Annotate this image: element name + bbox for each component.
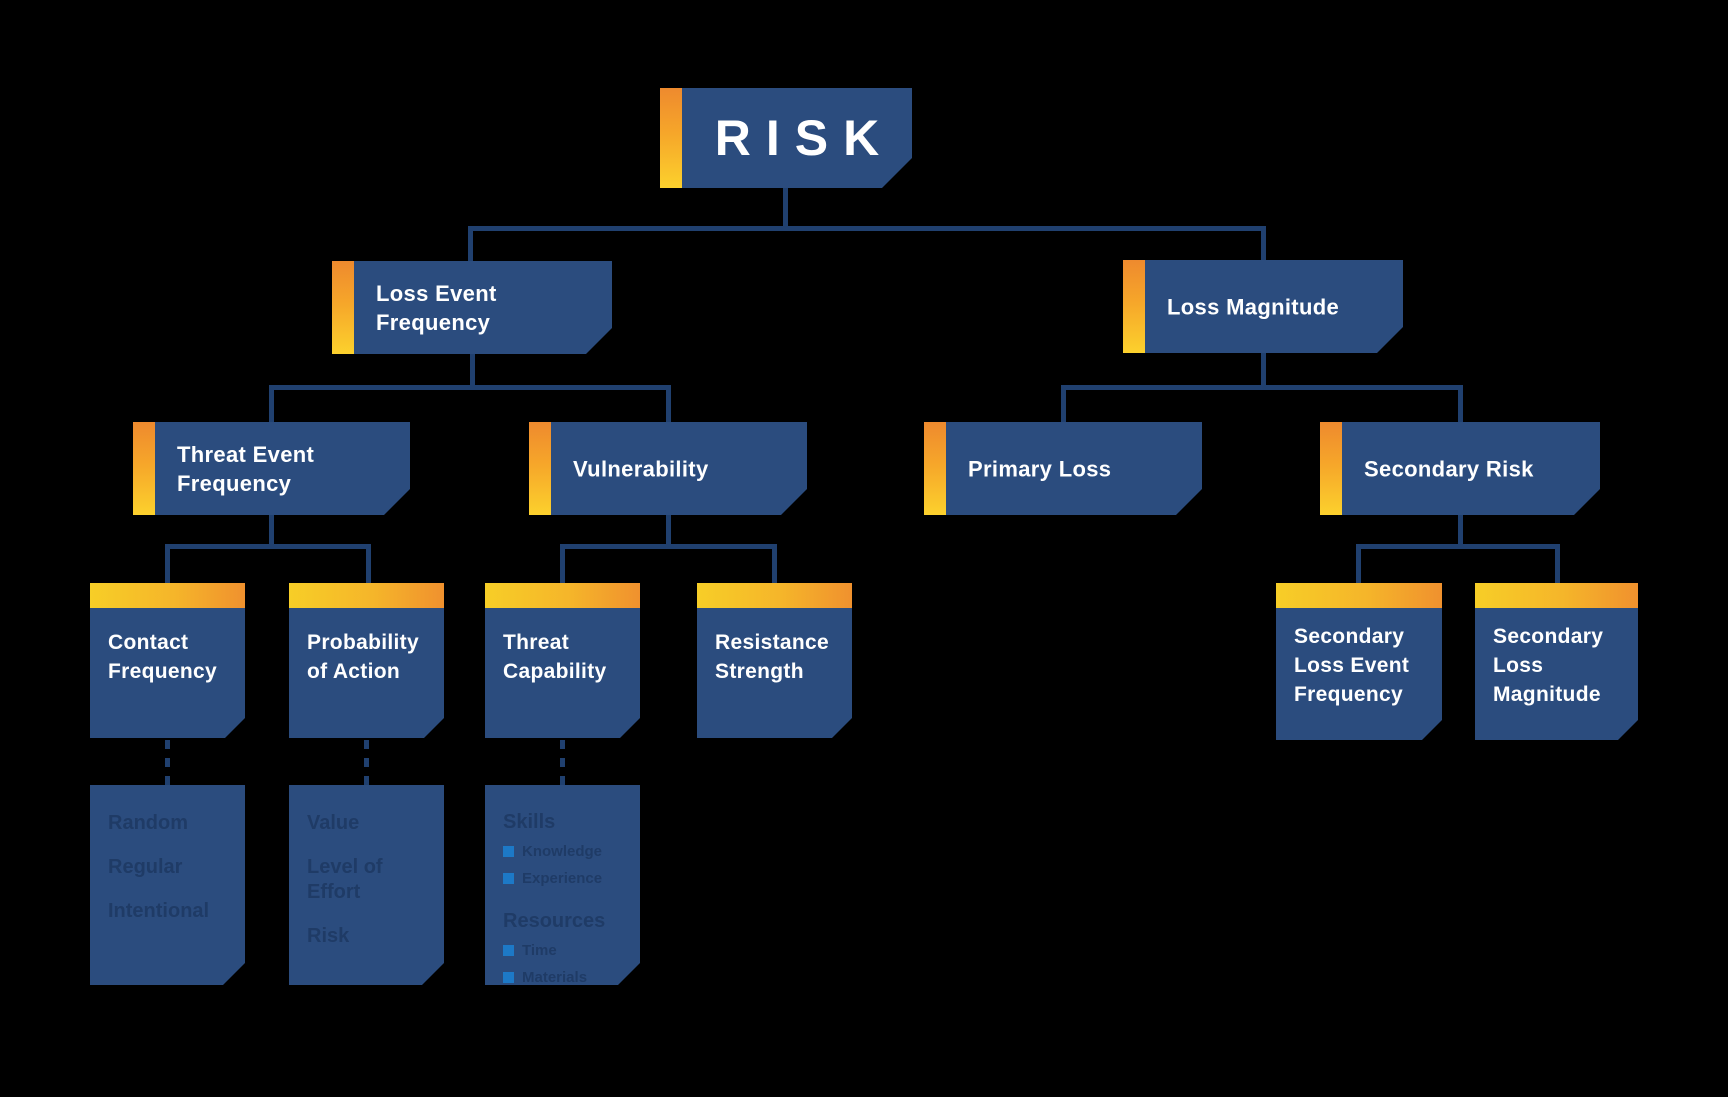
dashed-connector-probability-of-action — [364, 740, 369, 785]
node-risk-label: RISK — [714, 110, 895, 166]
connector-secondary-risk-down — [1458, 511, 1463, 549]
node-secondary-loss-event-frequency: Secondary Loss Event Frequency — [1276, 583, 1442, 740]
node-loss-magnitude-label: Loss Magnitude — [1167, 293, 1340, 319]
connector-primary-loss-drop — [1061, 385, 1066, 424]
connector-tef-drop — [269, 385, 274, 424]
connector-tef-children-horizontal — [165, 544, 371, 549]
secondary-risk-accent-bar — [1320, 422, 1342, 515]
connector-tef-down — [269, 513, 274, 549]
detail-bullet-row: Knowledge — [503, 843, 630, 860]
node-loss-magnitude: Loss Magnitude — [1123, 260, 1403, 353]
connector-row3-left-horizontal — [269, 385, 671, 390]
risk-accent-bar — [660, 88, 682, 188]
connector-lef-down — [470, 352, 475, 390]
node-primary-loss-label: Primary Loss — [968, 455, 1112, 481]
node-contact-frequency: Contact Frequency — [90, 583, 245, 738]
node-resistance-strength: Resistance Strength — [697, 583, 852, 738]
square-bullet-icon — [503, 972, 514, 983]
detail-bullet-row: Time — [503, 942, 630, 959]
node-risk: RISK — [660, 88, 912, 188]
dashed-connector-threat-capability — [560, 740, 565, 785]
detail-item: Intentional — [108, 900, 210, 922]
node-secondary-risk-label: Secondary Risk — [1364, 455, 1534, 481]
node-loss-event-frequency: Loss Event Frequency — [332, 261, 612, 354]
secondary-loss-event-frequency-accent-bar — [1276, 583, 1442, 608]
node-threat-capability-label: Threat Capability — [503, 631, 607, 683]
detail-item: Regular — [108, 856, 183, 878]
detail-panel-threat-capability: Skills Knowledge Experience Resources Ti… — [485, 785, 640, 985]
threat-capability-accent-bar — [485, 583, 640, 608]
connector-vulnerability-children-horizontal — [560, 544, 777, 549]
detail-bullet-row: Materials — [503, 969, 630, 986]
loss-event-frequency-accent-bar — [332, 261, 354, 354]
detail-section-heading: Skills — [503, 811, 556, 833]
connector-secondary-children-horizontal — [1356, 544, 1560, 549]
connector-row2-horizontal — [468, 226, 1266, 231]
detail-bullet-label: Experience — [522, 870, 603, 887]
connector-vulnerability-drop — [666, 385, 671, 424]
connector-risk-down — [783, 186, 788, 228]
connector-contact-frequency-drop — [165, 544, 170, 585]
node-vulnerability: Vulnerability — [529, 422, 807, 515]
connector-vulnerability-down — [666, 513, 671, 549]
detail-panel-probability-of-action: Value Level of Effort Risk — [289, 785, 444, 985]
node-threat-event-frequency: Threat Event Frequency — [133, 422, 410, 515]
connector-row3-right-horizontal — [1061, 385, 1463, 390]
loss-magnitude-accent-bar — [1123, 260, 1145, 353]
detail-item: Risk — [307, 925, 350, 947]
square-bullet-icon — [503, 945, 514, 956]
detail-item: Level of Effort — [307, 856, 383, 903]
node-secondary-loss-event-frequency-label: Secondary Loss Event Frequency — [1294, 625, 1410, 706]
detail-section-heading: Resources — [503, 910, 606, 932]
vulnerability-accent-bar — [529, 422, 551, 515]
connector-resistance-strength-drop — [772, 544, 777, 585]
detail-panel-contact-frequency: Random Regular Intentional — [90, 785, 245, 985]
secondary-loss-magnitude-accent-bar — [1475, 583, 1638, 608]
connector-slef-drop — [1356, 544, 1361, 585]
threat-event-frequency-accent-bar — [133, 422, 155, 515]
detail-bullet-label: Materials — [522, 969, 588, 986]
detail-bullet-label: Knowledge — [522, 843, 603, 860]
node-primary-loss: Primary Loss — [924, 422, 1202, 515]
connector-lm-drop — [1261, 226, 1266, 262]
node-threat-capability: Threat Capability — [485, 583, 640, 738]
node-probability-of-action: Probability of Action — [289, 583, 444, 738]
node-probability-of-action-label: Probability of Action — [307, 631, 419, 683]
detail-item: Random — [108, 812, 188, 834]
node-resistance-strength-label: Resistance Strength — [715, 631, 830, 683]
node-contact-frequency-label: Contact Frequency — [108, 631, 218, 683]
node-secondary-loss-magnitude: Secondary Loss Magnitude — [1475, 583, 1638, 740]
contact-frequency-accent-bar — [90, 583, 245, 608]
node-threat-event-frequency-label: Threat Event Frequency — [177, 441, 315, 496]
square-bullet-icon — [503, 846, 514, 857]
dashed-connector-contact-frequency — [165, 740, 170, 785]
connector-lm-down — [1261, 351, 1266, 390]
primary-loss-accent-bar — [924, 422, 946, 515]
connector-probability-of-action-drop — [366, 544, 371, 585]
resistance-strength-accent-bar — [697, 583, 852, 608]
detail-bullet-row: Experience — [503, 870, 630, 887]
detail-item: Value — [307, 812, 360, 834]
connector-secondary-risk-drop — [1458, 385, 1463, 424]
connector-lef-drop — [468, 226, 473, 263]
node-loss-event-frequency-label: Loss Event Frequency — [376, 280, 497, 335]
node-vulnerability-label: Vulnerability — [573, 455, 709, 481]
connector-threat-capability-drop — [560, 544, 565, 585]
connector-slm-drop — [1555, 544, 1560, 585]
node-secondary-loss-magnitude-label: Secondary Loss Magnitude — [1493, 625, 1604, 706]
detail-bullet-label: Time — [522, 942, 557, 959]
node-secondary-risk: Secondary Risk — [1320, 422, 1600, 515]
square-bullet-icon — [503, 873, 514, 884]
probability-of-action-accent-bar — [289, 583, 444, 608]
